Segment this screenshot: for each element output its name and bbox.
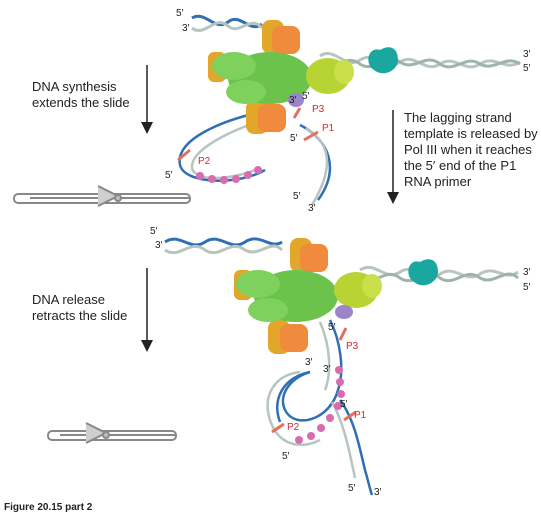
end-label-bottom-right-5prime: 5′ bbox=[523, 282, 531, 293]
trombone-retracted-icon bbox=[48, 423, 176, 443]
caption-line: Pol III when it reaches bbox=[404, 142, 538, 158]
dna-strand-bottom-left bbox=[165, 239, 282, 253]
okazaki-fragment-bottom bbox=[295, 366, 345, 444]
caption-line: template is released by bbox=[404, 126, 538, 142]
primer-label-p3-bottom: P3 bbox=[346, 341, 359, 352]
primer-label-p2-bottom: P2 bbox=[287, 422, 300, 433]
end-label-bottom-5prime-p2: 5′ bbox=[282, 451, 290, 462]
caption-line: extends the slide bbox=[32, 95, 130, 111]
end-label-bottom-3prime: 3′ bbox=[155, 240, 163, 251]
end-label-bottom-3prime-p3: 3′ bbox=[323, 364, 331, 375]
caption-line: DNA release bbox=[32, 292, 127, 308]
primer-label-p2-top: P2 bbox=[198, 156, 211, 167]
end-label-bottom-5prime-end: 5′ bbox=[348, 483, 356, 494]
end-label-top-5prime-bottom: 5′ bbox=[293, 191, 301, 202]
arrow-synthesis bbox=[141, 65, 153, 134]
arrow-release bbox=[141, 268, 153, 352]
end-label-top-5prime-inner: 5′ bbox=[302, 91, 310, 102]
end-label-bottom-3prime-end: 3′ bbox=[374, 487, 382, 498]
dna-strand-top-left bbox=[192, 16, 262, 30]
end-label-bottom-5prime-inner: 5′ bbox=[328, 322, 336, 333]
figure-label: Figure 20.15 part 2 bbox=[4, 502, 92, 513]
caption-line: The lagging strand bbox=[404, 110, 538, 126]
end-label-bottom-5prime-p1: 5′ bbox=[340, 399, 348, 410]
primer-label-p1-top: P1 bbox=[322, 123, 335, 134]
arrow-lagging-release bbox=[387, 110, 399, 204]
end-label-top-right-5prime: 5′ bbox=[523, 63, 531, 74]
end-label-top-5prime: 5′ bbox=[176, 8, 184, 19]
trombone-extended-icon bbox=[14, 186, 190, 206]
caption-line: DNA synthesis bbox=[32, 79, 130, 95]
primer-label-p1-bottom: P1 bbox=[354, 410, 367, 421]
end-label-bottom-right-3prime: 3′ bbox=[523, 267, 531, 278]
replisome-top bbox=[208, 20, 398, 134]
caption-line: RNA primer bbox=[404, 174, 538, 190]
end-label-top-3prime: 3′ bbox=[182, 23, 190, 34]
caption-dna-synthesis: DNA synthesis extends the slide bbox=[32, 79, 130, 111]
caption-dna-release: DNA release retracts the slide bbox=[32, 292, 127, 324]
end-label-top-3prime-inner: 3′ bbox=[289, 95, 297, 106]
end-label-bottom-3prime-loop: 3′ bbox=[305, 357, 313, 368]
end-label-bottom-5prime: 5′ bbox=[150, 226, 158, 237]
caption-lagging-strand: The lagging strand template is released … bbox=[404, 110, 538, 190]
end-label-top-5prime-p2: 5′ bbox=[165, 170, 173, 181]
end-label-top-5prime-p1: 5′ bbox=[290, 133, 298, 144]
caption-line: the 5′ end of the P1 bbox=[404, 158, 538, 174]
caption-line: retracts the slide bbox=[32, 308, 127, 324]
primer-label-p3-top: P3 bbox=[312, 104, 325, 115]
end-label-top-right-3prime: 3′ bbox=[523, 49, 531, 60]
end-label-top-3prime-bottom: 3′ bbox=[308, 203, 316, 214]
dna-duplex-bottom-right bbox=[360, 267, 518, 280]
